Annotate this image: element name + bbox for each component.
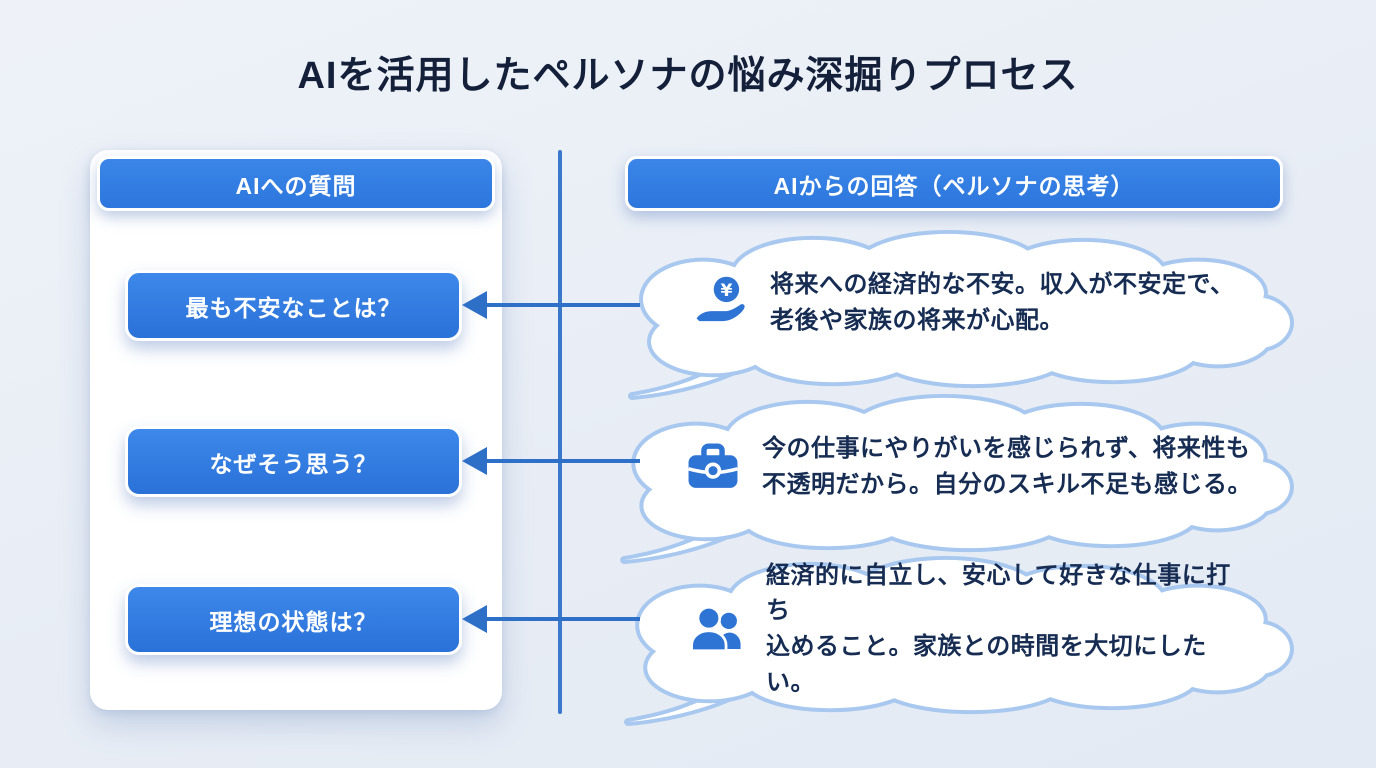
column-divider <box>558 150 562 714</box>
answers-header: AIからの回答（ペルソナの思考） <box>625 156 1283 211</box>
question-1-label: 最も不安なことは？ <box>185 294 402 321</box>
question-box-2: なぜそう思う？ <box>125 426 462 497</box>
answer-3-text: 経済的に自立し、安心して好きな仕事に打ち 込めること。家族との時間を大切にしたい… <box>766 561 1231 696</box>
svg-text:¥: ¥ <box>720 281 732 301</box>
briefcase-icon <box>688 443 738 488</box>
answer-arrow-1 <box>462 291 640 319</box>
answer-bubble-1: ¥ 将来への経済的な不安。収入が不安定で、 老後や家族の将来が心配。 <box>618 228 1298 400</box>
answer-2-text: 今の仕事にやりがいを感じられず、将来性も 不透明だから。自分のスキル不足も感じる… <box>762 435 1252 498</box>
question-2-label: なぜそう思う？ <box>209 450 378 477</box>
question-3-label: 理想の状態は？ <box>209 608 378 635</box>
arrow-shaft <box>482 303 640 307</box>
question-box-1: 最も不安なことは？ <box>125 270 462 341</box>
questions-header: AIへの質問 <box>97 156 495 211</box>
question-box-3: 理想の状態は？ <box>125 584 462 655</box>
page-title: AIを活用したペルソナの悩み深掘りプロセス <box>297 55 1079 97</box>
answer-1-text: 将来への経済的な不安。収入が不安定で、 老後や家族の将来が心配。 <box>770 271 1235 334</box>
answer-arrow-2 <box>462 447 640 475</box>
arrow-shaft <box>482 459 640 463</box>
answer-bubble-3: 経済的に自立し、安心して好きな仕事に打ち 込めること。家族との時間を大切にしたい… <box>614 554 1298 726</box>
yen-hand-icon: ¥ <box>696 276 745 322</box>
answer-bubble-2: 今の仕事にやりがいを感じられず、将来性も 不透明だから。自分のスキル不足も感じる… <box>610 392 1298 564</box>
arrow-shaft <box>482 617 640 621</box>
answers-header-label: AIからの回答（ペルソナの思考） <box>773 172 1135 199</box>
answer-arrow-3 <box>462 605 640 633</box>
people-group-icon <box>690 605 741 653</box>
questions-header-label: AIへの質問 <box>235 172 357 199</box>
